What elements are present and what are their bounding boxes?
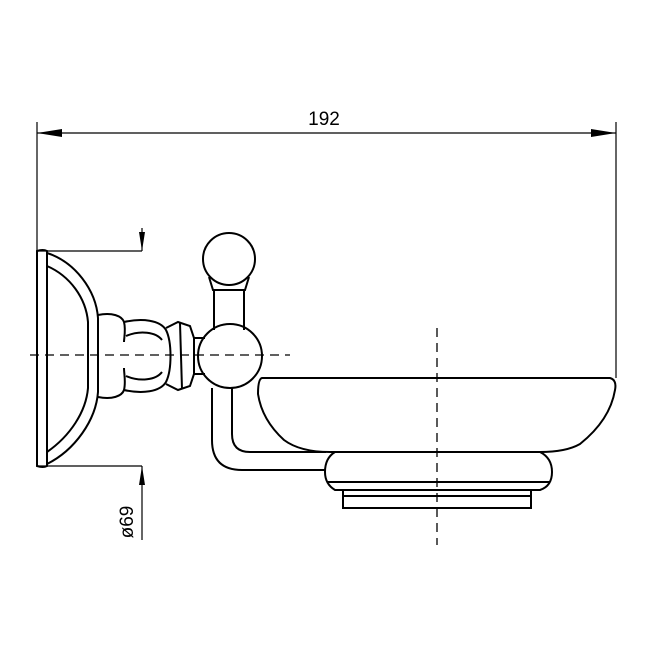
- wall-flange: [36, 249, 99, 468]
- ornamental-neck: [97, 312, 205, 400]
- flange-dome-inner: [46, 265, 89, 453]
- center-lines: [30, 328, 438, 545]
- finial-post: [202, 232, 256, 330]
- dish-holder: [323, 451, 554, 509]
- holder-foot: [342, 490, 532, 509]
- neck-knuckle-upper: [97, 312, 126, 343]
- base-diameter-dimension: ø69: [37, 228, 145, 540]
- arrowhead-right: [591, 129, 616, 137]
- finial-ball: [202, 232, 256, 286]
- flange-back-plate: [36, 249, 48, 468]
- arm-outer: [211, 388, 326, 471]
- finial-collar: [208, 276, 250, 291]
- neck-knuckle-lower: [97, 367, 126, 400]
- overall-width-dimension: 192: [36, 109, 617, 378]
- arrowhead-bottom: [139, 466, 145, 485]
- support-arm: [211, 388, 326, 471]
- neck-hex-nut: [165, 320, 195, 392]
- arrowhead-top: [139, 232, 145, 251]
- post-upper: [213, 290, 245, 330]
- flange-dome-outer: [46, 252, 99, 465]
- arrowhead-left: [37, 129, 62, 137]
- hub-ball: [197, 323, 263, 389]
- arm-inner: [231, 388, 326, 453]
- neck-bulb-inner: [125, 331, 163, 381]
- neck-hex-edge-top: [179, 322, 183, 390]
- dimension-label-192: 192: [308, 109, 340, 130]
- dimension-label-diameter: ø69: [117, 506, 138, 539]
- holder-ring: [323, 451, 554, 491]
- neck-bulb: [123, 319, 172, 393]
